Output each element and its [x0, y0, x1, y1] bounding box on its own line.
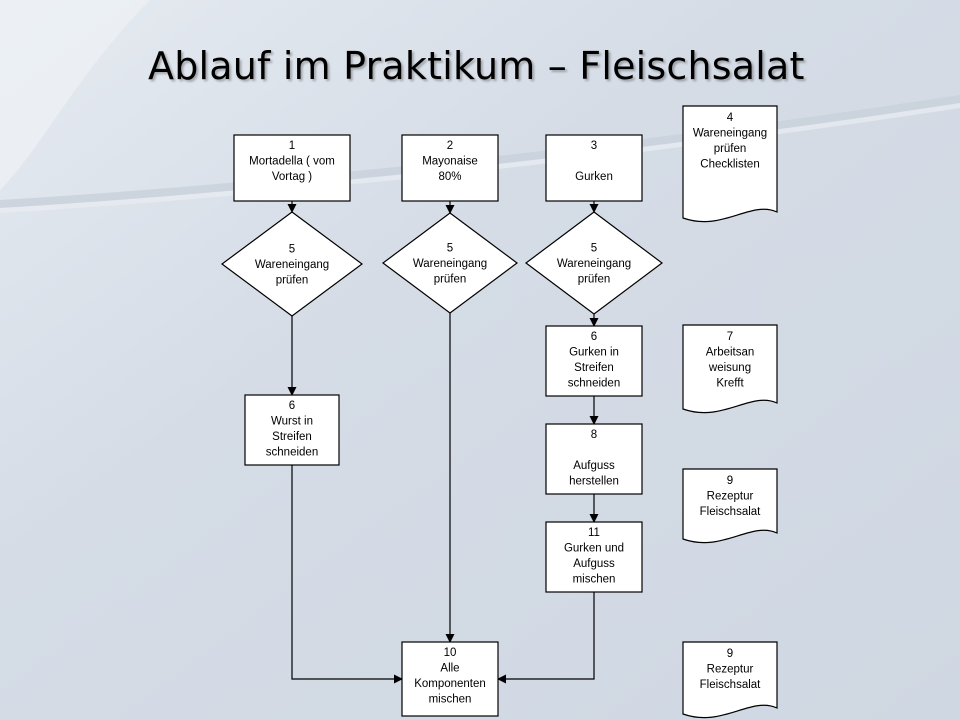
- node-text-line: 10: [444, 647, 457, 659]
- decision-diamond: [220, 211, 364, 317]
- node-text-line: Komponenten: [414, 678, 486, 690]
- node-text-line: 2: [447, 140, 453, 152]
- edge-n6a-to-n10: [291, 465, 403, 684]
- node-text-line: Wareneingang: [693, 128, 767, 140]
- process-box: [244, 394, 340, 466]
- node-text-line: Alle: [440, 663, 459, 675]
- document-shape: [682, 105, 778, 223]
- process-box: [233, 134, 351, 202]
- node-text-line: Gurken: [575, 171, 613, 183]
- process-box: [545, 325, 643, 397]
- node-text-line: herstellen: [569, 476, 619, 488]
- node-text-line: Wareneingang: [557, 258, 631, 270]
- node-text-line: prüfen: [434, 274, 467, 286]
- document-shape: [682, 468, 778, 544]
- node-text-line: Fleischsalat: [700, 506, 762, 518]
- node-text-line: 6: [591, 331, 597, 343]
- node-text-line: 4: [727, 112, 734, 124]
- decision-diamond: [381, 212, 519, 314]
- node-text-line: weisung: [708, 362, 751, 374]
- node-text-line: 8: [591, 429, 597, 441]
- node-text-line: mischen: [573, 574, 616, 586]
- node-text-line: mischen: [429, 694, 472, 706]
- node-text-line: Aufguss: [573, 460, 615, 472]
- node-text-line: Rezeptur: [707, 664, 754, 676]
- node-text-line: Mortadella ( vom: [249, 156, 335, 168]
- node-text-line: prüfen: [578, 274, 611, 286]
- document-shape: [682, 641, 778, 719]
- edge-layer: [287, 201, 599, 684]
- node-text-line: 5: [447, 243, 453, 255]
- process-box: [401, 134, 499, 202]
- node-text-line: Aufguss: [573, 558, 615, 570]
- node-text-line: prüfen: [276, 275, 309, 287]
- edge-n11-to-n10: [497, 592, 595, 684]
- node-text-line: Krefft: [716, 378, 744, 390]
- node-text-line: Mayonaise: [422, 156, 478, 168]
- node-text-line: 1: [289, 140, 295, 152]
- node-text-line: Streifen: [574, 362, 614, 374]
- node-text-line: 9: [727, 475, 733, 487]
- process-box: [545, 423, 643, 495]
- node-text-line: schneiden: [568, 378, 620, 390]
- decision-diamond: [525, 211, 663, 315]
- node-text-line: 6: [289, 400, 295, 412]
- node-text-line: 7: [727, 331, 733, 343]
- document-shape: [682, 324, 778, 414]
- node-text-line: 5: [289, 244, 295, 256]
- node-text-line: Checklisten: [700, 159, 759, 171]
- node-text-line: schneiden: [266, 447, 318, 459]
- node-text-line: Gurken und: [564, 543, 624, 555]
- process-box: [545, 134, 643, 202]
- node-text-line: 9: [727, 648, 733, 660]
- node-text-line: Streifen: [272, 431, 312, 443]
- node-text-line: Wareneingang: [413, 258, 487, 270]
- node-text-line: 80%: [438, 171, 461, 183]
- process-box: [545, 521, 643, 593]
- node-text-line: Gurken in: [569, 347, 619, 359]
- slide-title: Ablauf im Praktikum – Fleischsalat: [148, 44, 805, 88]
- node-text-line: Arbeitsan: [706, 347, 755, 359]
- node-text-line: Vortag ): [272, 171, 312, 183]
- node-text-line: Wareneingang: [255, 259, 329, 271]
- node-text-line: 11: [588, 527, 600, 539]
- node-text-line: prüfen: [714, 143, 747, 155]
- process-box: [401, 641, 499, 717]
- node-text-line: Wurst in: [271, 416, 313, 428]
- node-text-line: Rezeptur: [707, 491, 754, 503]
- node-text-line: 3: [591, 140, 597, 152]
- node-text-line: 5: [591, 243, 597, 255]
- node-text-line: Fleischsalat: [700, 679, 762, 691]
